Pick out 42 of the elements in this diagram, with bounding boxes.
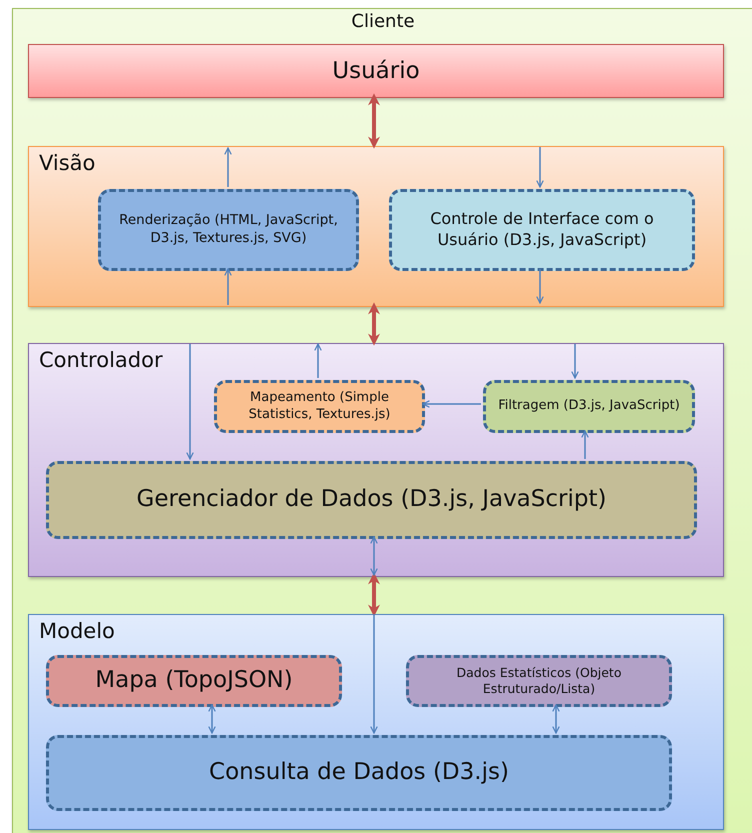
panel-title: Visão: [39, 151, 96, 175]
arrow: [368, 93, 380, 149]
process-box: [46, 655, 342, 707]
arrow: [368, 572, 380, 617]
panel-title: Modelo: [39, 619, 115, 643]
arrow: [422, 400, 481, 408]
layer-panel: [12, 8, 752, 833]
process-label: Consulta de Dados (D3.js): [209, 758, 509, 788]
layer-panel: [28, 146, 724, 307]
panel-title: Cliente: [350, 11, 416, 32]
process-label: Gerenciador de Dados (D3.js, JavaScript): [136, 485, 606, 514]
process-box: [483, 380, 695, 433]
arrow: [370, 614, 378, 734]
arrow: [186, 344, 194, 460]
process-box: [46, 461, 697, 539]
process-label: Filtragem (D3.js, JavaScript): [498, 398, 680, 415]
process-label: Mapeamento (Simple Statistics, Textures.js): [248, 390, 392, 424]
arrow: [536, 269, 544, 304]
process-box: [406, 655, 672, 707]
arrow: [581, 430, 589, 459]
panel-title: Controlador: [39, 348, 163, 372]
arrow: [552, 704, 560, 734]
process-box: [389, 189, 695, 271]
arrow: [536, 147, 544, 188]
arrow: [368, 302, 380, 346]
process-box: [214, 380, 425, 433]
arrow: [224, 147, 232, 187]
process-label: Renderização (HTML, JavaScript, D3.js, Textures.js, SVG): [118, 212, 339, 248]
arrow: [571, 344, 579, 379]
process-box: [98, 189, 359, 271]
panel-title: Usuário: [331, 58, 421, 84]
user-bar: [28, 44, 724, 98]
arrow: [208, 704, 216, 734]
process-label: Controle de Interface com o Usuário (D3.js, JavaScript): [429, 209, 655, 251]
arrow: [224, 268, 232, 305]
layer-panel: [28, 614, 724, 830]
process-label: Mapa (TopoJSON): [95, 666, 293, 696]
arrow: [370, 536, 378, 576]
process-label: Dados Estatísticos (Objeto Estruturado/Lista): [456, 664, 622, 698]
process-box: [46, 735, 672, 811]
arrow: [314, 343, 322, 378]
layer-panel: [28, 343, 724, 577]
